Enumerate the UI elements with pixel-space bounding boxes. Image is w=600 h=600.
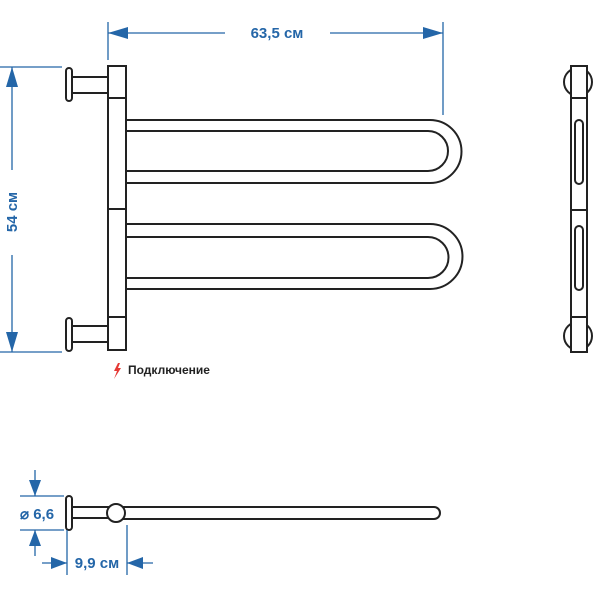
front-view — [65, 65, 464, 352]
diameter-dimension: ⌀ 6,6 — [20, 470, 64, 556]
top-view — [65, 495, 441, 531]
height-label: 54 см — [4, 192, 21, 232]
connection-note: Подключение — [114, 363, 210, 379]
width-dimension: 63,5 см — [107, 22, 444, 115]
depth-dimension: 9,9 см — [42, 525, 153, 575]
depth-label: 9,9 см — [75, 555, 119, 572]
lightning-icon — [114, 363, 121, 379]
width-label: 63,5 см — [251, 25, 304, 42]
side-view — [563, 65, 593, 353]
connection-label: Подключение — [128, 363, 210, 377]
diameter-label: ⌀ 6,6 — [20, 506, 54, 523]
height-dimension: 54 см — [0, 66, 62, 353]
